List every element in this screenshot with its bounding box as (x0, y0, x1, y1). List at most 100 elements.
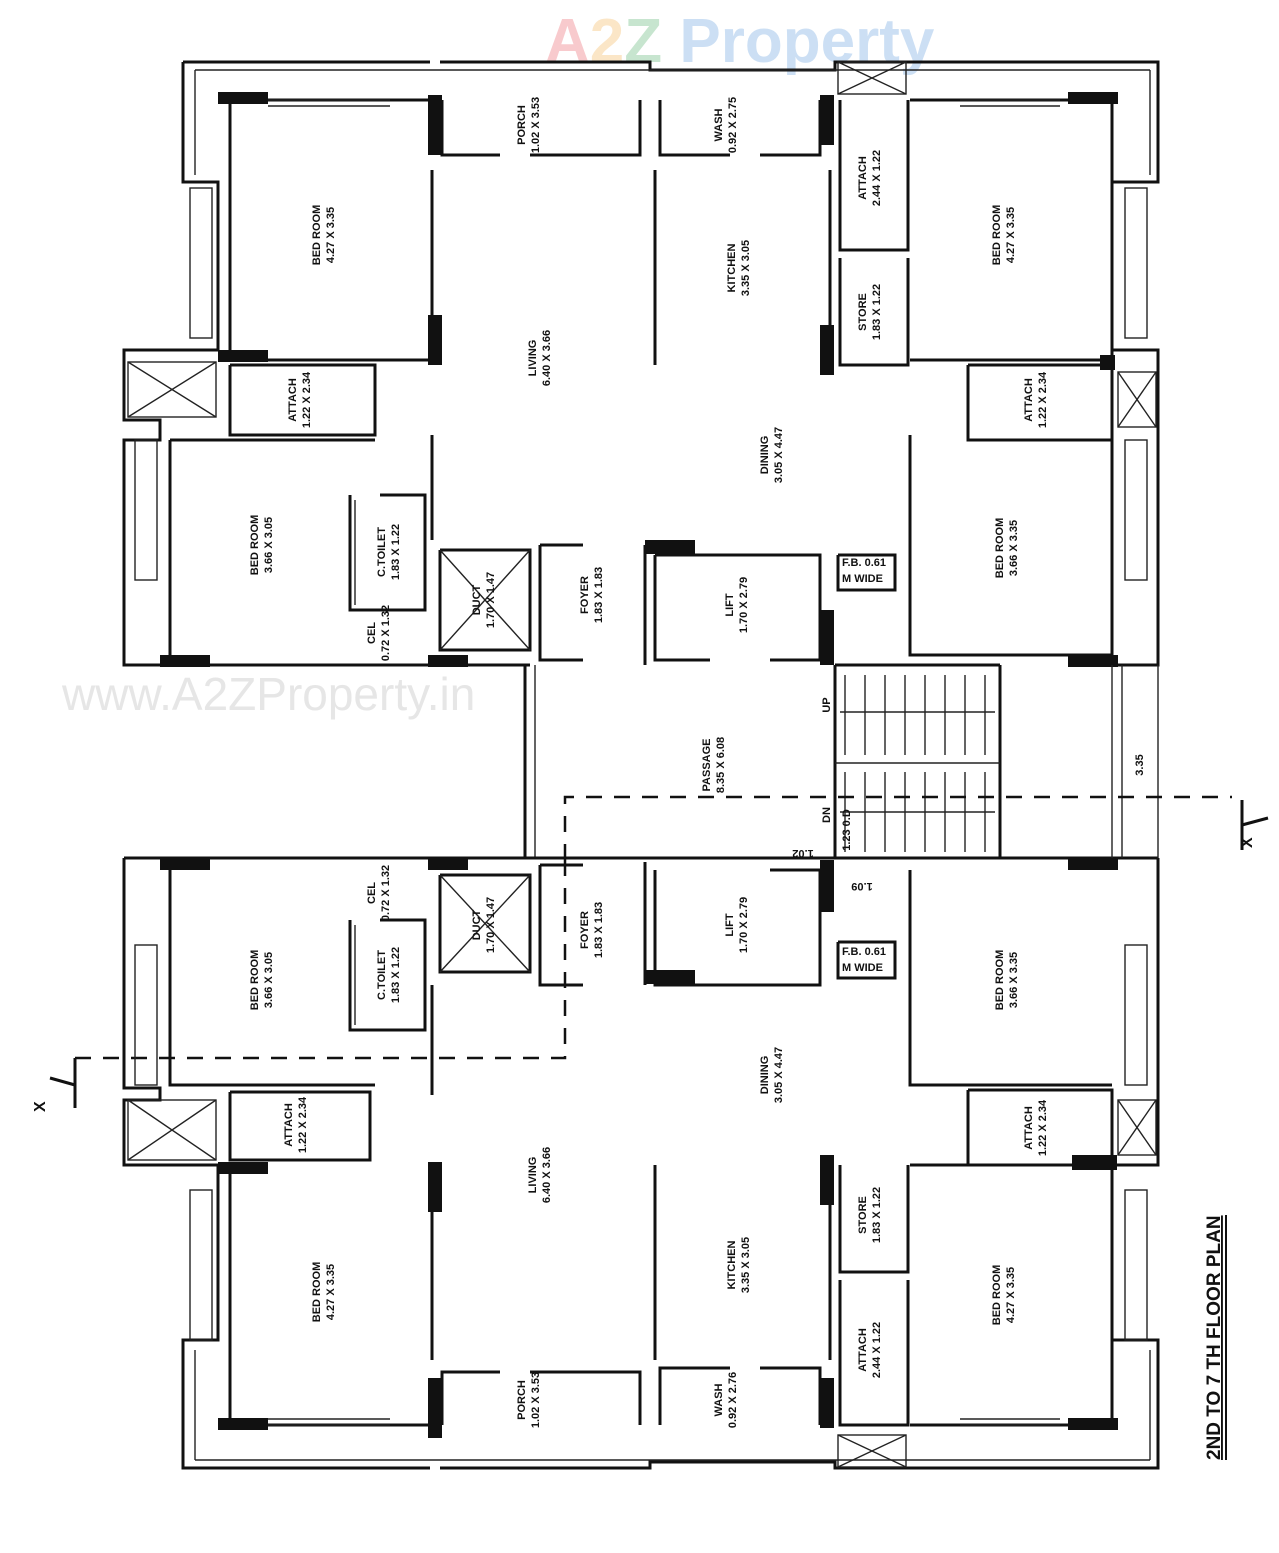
svg-text:DINING: DINING (759, 1056, 771, 1095)
stair-dimension-2: 1.02 (792, 847, 813, 859)
svg-text:STORE: STORE (857, 293, 869, 331)
svg-text:ATTACH: ATTACH (857, 156, 869, 200)
top-unit (122, 60, 1160, 667)
svg-text:LIVING: LIVING (527, 1157, 539, 1194)
svg-text:4.27 X 3.35: 4.27 X 3.35 (1005, 207, 1017, 263)
stair-down-label: DN (821, 807, 833, 823)
svg-text:3.35 X 3.05: 3.35 X 3.05 (740, 1237, 752, 1293)
svg-text:1.83 X 1.83: 1.83 X 1.83 (593, 567, 605, 623)
svg-text:1.02 X 3.53: 1.02 X 3.53 (530, 97, 542, 153)
svg-text:CEL: CEL (366, 622, 378, 644)
svg-text:A2Z Property: A2Z Property (545, 7, 935, 76)
svg-text:ATTACH: ATTACH (1023, 378, 1035, 422)
svg-text:2.44 X 1.22: 2.44 X 1.22 (871, 150, 883, 206)
svg-text:8.35 X 6.08: 8.35 X 6.08 (715, 737, 727, 793)
svg-text:1.83 X 1.22: 1.83 X 1.22 (871, 284, 883, 340)
svg-text:CEL: CEL (366, 882, 378, 904)
svg-text:4.27 X 3.35: 4.27 X 3.35 (1005, 1267, 1017, 1323)
svg-text:0.72 X 1.32: 0.72 X 1.32 (380, 865, 392, 921)
svg-text:3.66 X 3.35: 3.66 X 3.35 (1008, 520, 1020, 576)
logo-letter-a: A (545, 7, 590, 76)
svg-text:6.40 X 3.66: 6.40 X 3.66 (541, 1147, 553, 1203)
svg-text:LIFT: LIFT (724, 593, 736, 616)
svg-text:X: X (1239, 837, 1256, 848)
svg-text:1.70 X 2.79: 1.70 X 2.79 (738, 897, 750, 953)
svg-text:3.66 X 3.05: 3.66 X 3.05 (263, 517, 275, 573)
svg-text:BED ROOM: BED ROOM (991, 205, 1003, 266)
svg-text:1.09: 1.09 (851, 880, 872, 892)
svg-text:DN: DN (821, 807, 833, 823)
svg-text:BED ROOM: BED ROOM (311, 1262, 323, 1323)
stair-up-label: UP (821, 697, 833, 712)
svg-text:DUCT: DUCT (471, 584, 483, 615)
fb-label-bottom: F.B. 0.61 (842, 946, 886, 958)
svg-text:3.66 X 3.35: 3.66 X 3.35 (1008, 952, 1020, 1008)
svg-text:3.35 X 3.05: 3.35 X 3.05 (740, 240, 752, 296)
svg-text:LIVING: LIVING (527, 340, 539, 377)
svg-text:1.83 X 1.22: 1.83 X 1.22 (390, 947, 402, 1003)
svg-text:2ND TO 7 TH FLOOR PLAN: 2ND TO 7 TH FLOOR PLAN (1204, 1215, 1225, 1460)
svg-text:1.02 X 3.53: 1.02 X 3.53 (530, 1372, 542, 1428)
svg-text:2.44 X 1.22: 2.44 X 1.22 (871, 1322, 883, 1378)
svg-text:ATTACH: ATTACH (287, 378, 299, 422)
svg-text:4.27 X 3.35: 4.27 X 3.35 (325, 207, 337, 263)
svg-text:FOYER: FOYER (579, 576, 591, 614)
svg-text:BED ROOM: BED ROOM (994, 950, 1006, 1011)
svg-text:3.05 X 4.47: 3.05 X 4.47 (773, 427, 785, 483)
section-mark-left: X (32, 1101, 49, 1112)
logo-letter-2: 2 (590, 7, 624, 76)
svg-text:0.72 X 1.32: 0.72 X 1.32 (380, 605, 392, 661)
bottom-unit (122, 856, 1160, 1470)
svg-text:C.TOILET: C.TOILET (376, 527, 388, 577)
svg-text:1.70 X 2.79: 1.70 X 2.79 (738, 577, 750, 633)
svg-text:BED ROOM: BED ROOM (991, 1265, 1003, 1326)
dimension-3-35: 3.35 (1134, 754, 1146, 775)
svg-text:ATTACH: ATTACH (857, 1328, 869, 1372)
svg-text:LIFT: LIFT (724, 913, 736, 936)
svg-text:ATTACH: ATTACH (1023, 1106, 1035, 1150)
svg-text:BED ROOM: BED ROOM (249, 950, 261, 1011)
svg-text:1.22 X 2.34: 1.22 X 2.34 (301, 371, 313, 428)
svg-text:3.35: 3.35 (1134, 754, 1146, 775)
svg-text:3.05 X 4.47: 3.05 X 4.47 (773, 1047, 785, 1103)
section-line: X X (32, 795, 1269, 1112)
fb-width-bottom: M WIDE (842, 962, 883, 974)
svg-text:0.92 X 2.75: 0.92 X 2.75 (727, 97, 739, 153)
svg-text:BED ROOM: BED ROOM (994, 518, 1006, 579)
svg-text:UP: UP (821, 697, 833, 712)
svg-text:STORE: STORE (857, 1196, 869, 1234)
svg-text:1.83 X 1.22: 1.83 X 1.22 (390, 524, 402, 580)
svg-text:KITCHEN: KITCHEN (726, 244, 738, 293)
svg-text:1.83 X 1.83: 1.83 X 1.83 (593, 902, 605, 958)
stair-treads (835, 675, 1000, 852)
svg-text:1.22 X 2.34: 1.22 X 2.34 (1037, 1099, 1049, 1156)
svg-text:DUCT: DUCT (471, 909, 483, 940)
svg-text:1.70 X 1.47: 1.70 X 1.47 (485, 572, 497, 628)
logo-letter-z: Z (624, 7, 662, 76)
logo-word: Property (662, 7, 935, 76)
